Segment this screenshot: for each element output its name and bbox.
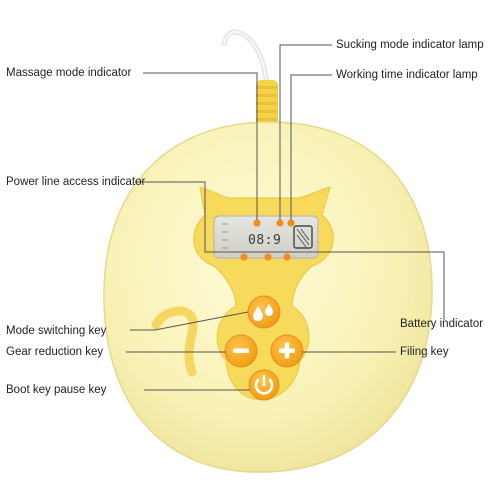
boot-pause-button[interactable]	[248, 369, 280, 401]
label-battery: Battery indicator	[400, 318, 484, 330]
lcd-segments	[222, 223, 228, 249]
minus-icon	[233, 348, 249, 353]
battery-icon	[293, 225, 313, 249]
working-time-dot	[287, 219, 295, 227]
label-working-time-lamp: Working time indicator lamp	[336, 69, 478, 81]
label-power-line: Power line access indicator	[6, 176, 146, 188]
label-sucking-mode-lamp: Sucking mode indicator lamp	[336, 39, 484, 51]
lcd-time: 08:9	[248, 233, 281, 248]
label-massage-mode: Massage mode indicator	[6, 67, 132, 79]
leader-lines	[126, 44, 445, 391]
water-drops-icon	[253, 304, 273, 321]
power-icon	[254, 374, 274, 395]
filing-button[interactable]	[270, 334, 304, 368]
sucking-mode-dot	[276, 219, 284, 227]
gear-reduction-button[interactable]	[224, 334, 258, 368]
decorative-tail	[151, 306, 198, 377]
power-dot-2	[264, 253, 272, 261]
power-dot-1	[240, 253, 248, 261]
power-dot-3	[283, 253, 291, 261]
label-mode-switching: Mode switching key	[6, 325, 107, 337]
label-filing: Filing key	[400, 346, 449, 358]
mode-switching-button[interactable]	[247, 295, 281, 329]
label-gear-reduction: Gear reduction key	[6, 346, 104, 358]
tube-connector	[256, 80, 278, 126]
massage-mode-dot	[253, 219, 261, 227]
plus-icon	[279, 342, 295, 359]
label-boot-pause: Boot key pause key	[6, 384, 107, 396]
